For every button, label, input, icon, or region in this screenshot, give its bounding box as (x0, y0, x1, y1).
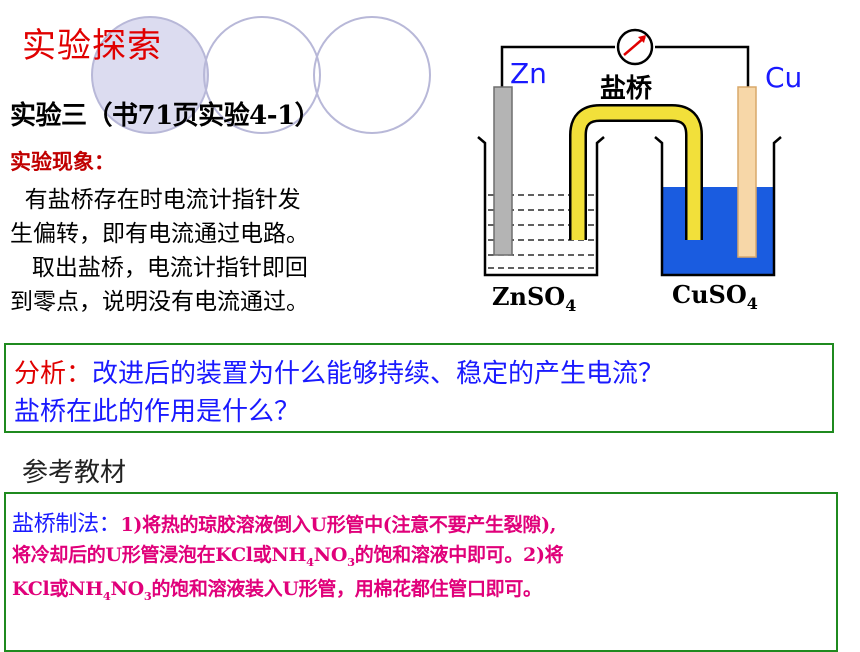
method-box: 盐桥制法：1)将热的琼胶溶液倒入U形管中(注意不要产生裂隙), 将冷却后的U形管… (4, 492, 838, 652)
analysis-question-1: 改进后的装置为什么能够持续、稳定的产生电流？ (92, 359, 665, 389)
reference-title: 参考教材 (22, 458, 127, 488)
method-line-3: KCl或NH4NO3的饱和溶液装入U形管，用棉花都住管口即可。 (12, 578, 542, 603)
zn-label: Zn (510, 57, 547, 90)
left-wire (500, 45, 615, 100)
cu-label: Cu (765, 61, 802, 94)
phenomenon-label: 实验现象： (10, 149, 115, 174)
phenomenon-line: 有盐桥存在时电流计指针发 (10, 187, 301, 213)
analysis-question-2: 盐桥在此的作用是什么？ (14, 397, 301, 427)
analysis-line-1: 分析：改进后的装置为什么能够持续、稳定的产生电流？ (14, 353, 664, 390)
phenomenon-line: 生偏转，即有电流通过电路。 (10, 221, 309, 247)
analysis-label: 分析： (14, 359, 93, 389)
decorative-circles (91, 16, 431, 134)
bridge-label: 盐桥 (600, 74, 653, 104)
phenomenon-text: 有盐桥存在时电流计指针发 生偏转，即有电流通过电路。 取出盐桥，电流计指针即回 … (10, 183, 395, 319)
page-title: 实验探索 (22, 26, 162, 66)
znso4-label: ZnSO4 (492, 282, 576, 315)
experiment-heading: 实验三（书71页实验4-1） (10, 101, 321, 131)
phenomenon-line: 到零点，说明没有电流通过。 (10, 289, 309, 315)
phenomenon-line: 取出盐桥，电流计指针即回 (10, 255, 308, 281)
salt-bridge-diagram: Zn Cu 盐桥 ZnSO4 CuSO4 (477, 28, 802, 315)
method-line-2: 将冷却后的U形管浸泡在KCl或NH4NO3的饱和溶液中即可。2)将 (12, 544, 564, 569)
method-line-1: 盐桥制法：1)将热的琼胶溶液倒入U形管中(注意不要产生裂隙), (12, 512, 557, 537)
method-label: 盐桥制法： (12, 512, 121, 537)
analysis-box: 分析：改进后的装置为什么能够持续、稳定的产生电流？ 盐桥在此的作用是什么？ (4, 343, 834, 433)
copper-electrode (737, 86, 757, 258)
cuso4-label: CuSO4 (672, 280, 758, 313)
galvanometer-icon (616, 28, 654, 66)
right-beaker (654, 136, 782, 277)
zinc-electrode (493, 86, 513, 256)
